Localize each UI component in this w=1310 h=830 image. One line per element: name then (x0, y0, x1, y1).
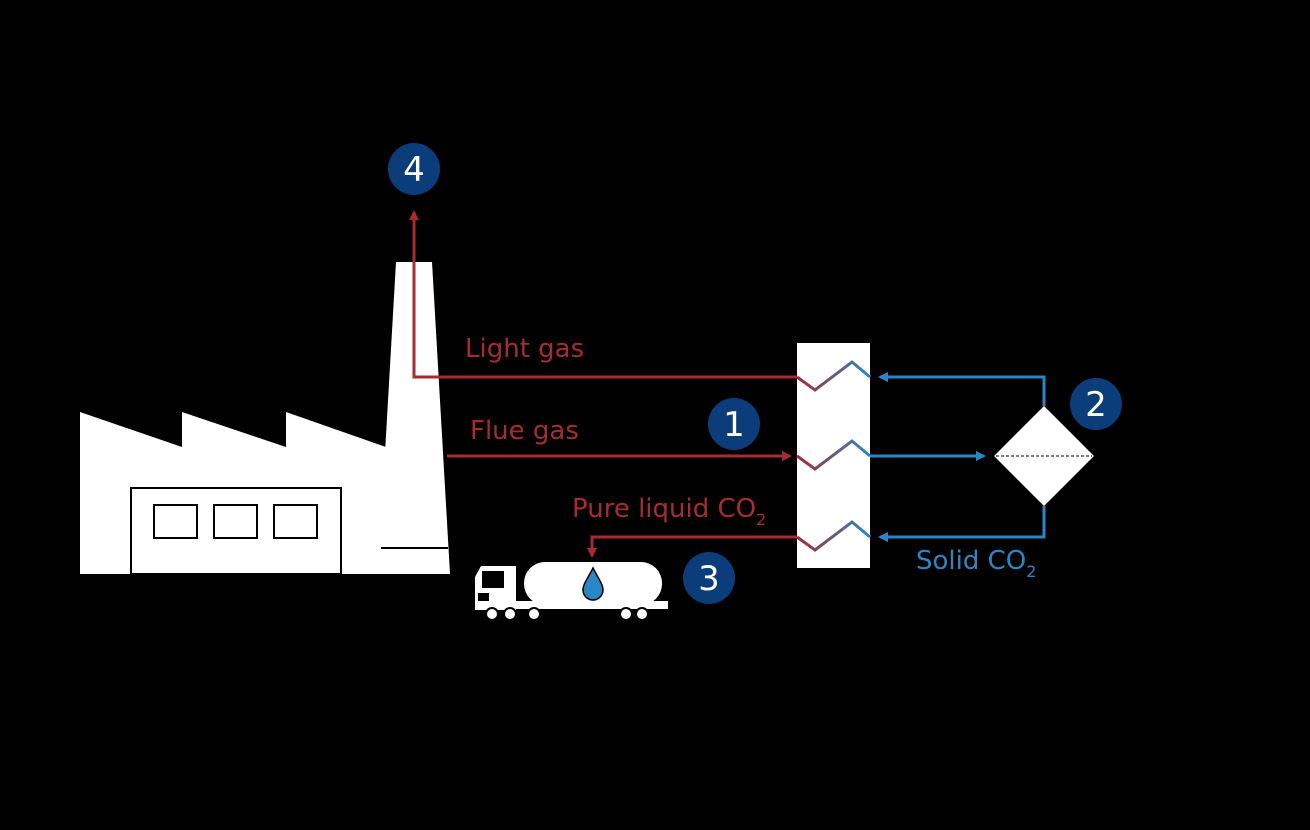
heat-exchanger-coil (796, 360, 871, 392)
factory-window (213, 504, 258, 539)
factory-icon (80, 412, 386, 575)
svg-text:1: 1 (723, 405, 745, 445)
step-badge-4: 4 (388, 143, 440, 195)
svg-text:4: 4 (403, 150, 425, 190)
solid-co2-label: Solid CO2 (916, 546, 1036, 581)
factory-window (153, 504, 198, 539)
solid-co2-line (878, 506, 1046, 542)
light-gas-label: Light gas (465, 334, 584, 364)
chimney-icon (378, 262, 450, 574)
svg-text:2: 2 (1085, 385, 1107, 425)
separator-icon (994, 406, 1094, 506)
heat-exchanger-icon (796, 343, 871, 568)
heat-exchanger-coil (796, 520, 871, 552)
tanker-truck-icon (475, 562, 668, 621)
step-badge-3: 3 (683, 552, 735, 604)
flue-gas-label: Flue gas (470, 416, 579, 446)
step-badge-1: 1 (708, 398, 760, 450)
factory-window (273, 504, 318, 539)
light-gas-return-line (878, 372, 1046, 406)
pure-liquid-co2-line (587, 535, 797, 558)
liquid-drop-icon (582, 566, 604, 601)
light-gas-line (409, 210, 797, 379)
svg-text:3: 3 (698, 559, 720, 599)
pure-liquid-co2-label: Pure liquid CO2 (572, 494, 766, 529)
step-badge-2: 2 (1070, 378, 1122, 430)
heat-exchanger-coil (796, 439, 871, 471)
